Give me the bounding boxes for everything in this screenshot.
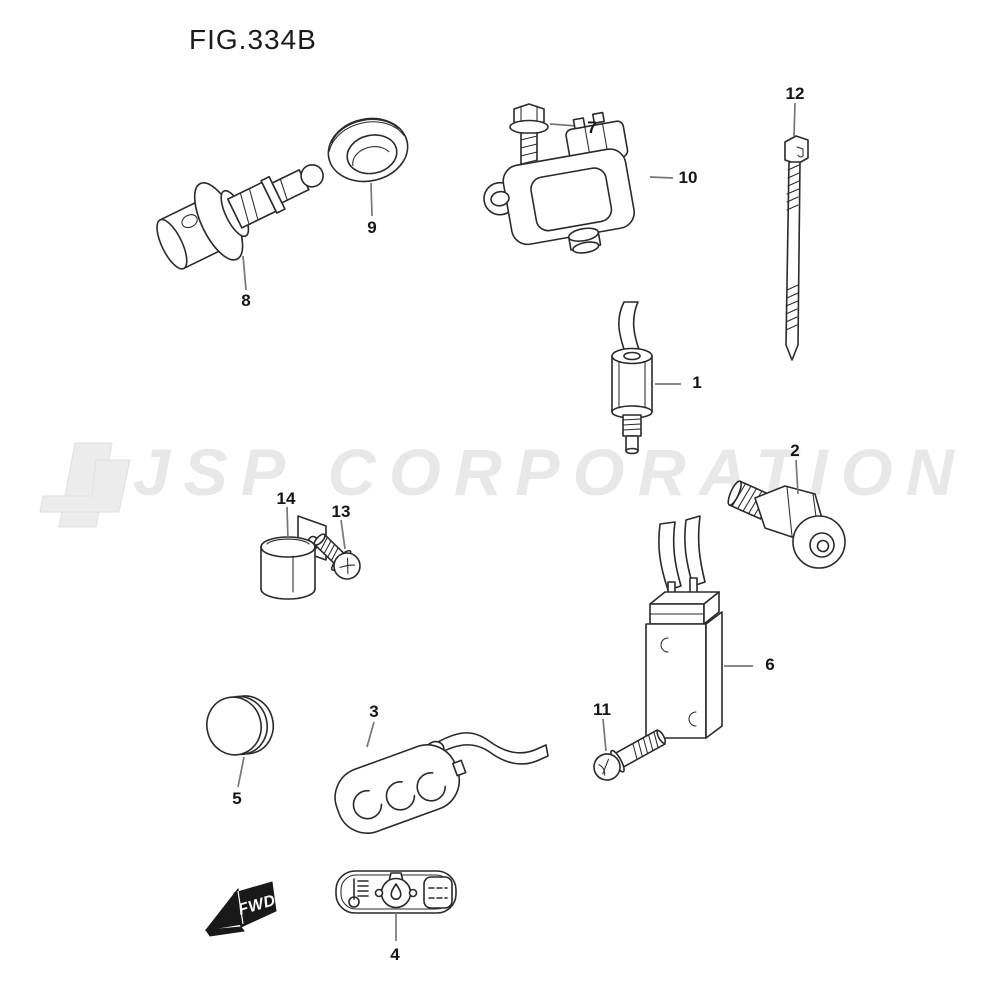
part-label-8: 8 xyxy=(241,291,251,310)
leader-line-9 xyxy=(371,183,372,216)
part-label-2: 2 xyxy=(790,441,800,460)
thermometer-icon xyxy=(349,879,368,907)
part-label-14: 14 xyxy=(276,489,296,508)
part-label-6: 6 xyxy=(765,655,775,674)
part-2-pressure-switch xyxy=(726,480,845,568)
leader-line-7 xyxy=(550,124,577,126)
part-11-bolt xyxy=(589,724,669,784)
part-6-relay-box xyxy=(646,516,722,738)
leader-line-5 xyxy=(238,757,244,787)
part-12-cable-tie xyxy=(785,103,808,360)
part-8-bulb-socket xyxy=(144,133,340,286)
part-1-thermo-switch xyxy=(612,302,652,454)
fwd-arrow: FWD xyxy=(206,882,278,936)
leader-line-14 xyxy=(287,507,288,540)
part-10-sensor xyxy=(473,109,644,268)
part-label-10: 10 xyxy=(678,168,698,187)
leader-line-13 xyxy=(341,520,345,549)
part-label-9: 9 xyxy=(367,218,377,237)
part-5-cap xyxy=(200,688,279,763)
leader-line-8 xyxy=(243,256,246,290)
leader-line-11 xyxy=(603,719,606,751)
part-13-screw xyxy=(308,528,365,584)
leader-line-10 xyxy=(650,177,673,178)
battery-icon xyxy=(424,877,452,908)
part-label-4: 4 xyxy=(390,945,400,964)
part-4-label-plate xyxy=(336,871,456,913)
part-9-grommet xyxy=(322,111,413,188)
watermark-text: JSP CORPORATION xyxy=(133,435,968,509)
part-14-clamp xyxy=(261,516,326,599)
part-label-5: 5 xyxy=(232,789,242,808)
part-label-7: 7 xyxy=(587,118,597,137)
part-label-3: 3 xyxy=(369,702,379,721)
part-label-11: 11 xyxy=(593,700,611,719)
part-label-1: 1 xyxy=(692,373,702,392)
leader-line-12 xyxy=(794,103,795,136)
part-label-13: 13 xyxy=(331,502,351,521)
leader-line-3 xyxy=(367,722,374,747)
oil-drop-icon xyxy=(376,873,417,908)
part-label-12: 12 xyxy=(785,84,805,103)
figure-title: FIG.334B xyxy=(189,24,317,55)
leader-line-2 xyxy=(796,460,798,494)
part-3-connector xyxy=(327,733,548,842)
jsp-logo xyxy=(40,443,130,527)
